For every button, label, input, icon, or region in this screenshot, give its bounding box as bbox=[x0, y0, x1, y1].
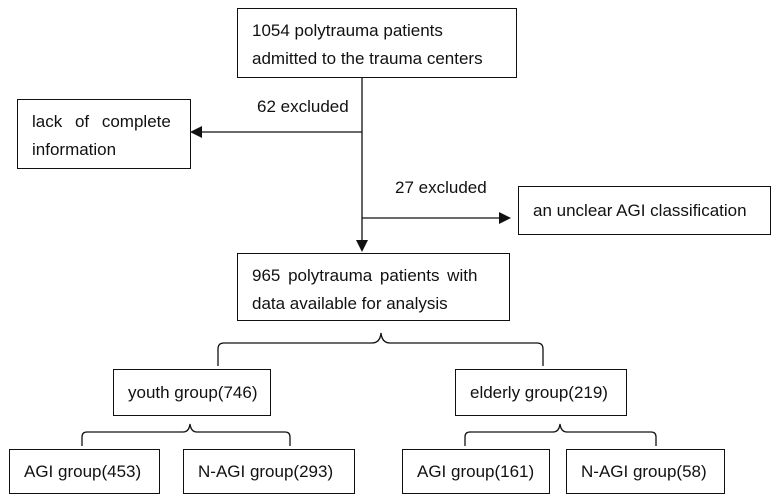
exclusion2-text: an unclear AGI classification bbox=[533, 200, 747, 220]
arrowhead-exclusion2 bbox=[499, 212, 511, 224]
brace-elderly bbox=[464, 423, 657, 446]
exclusion1-line1: lack of complete bbox=[32, 112, 171, 131]
youth-nagi-box: N-AGI group(293) bbox=[183, 449, 355, 494]
youth-agi-text: AGI group(453) bbox=[24, 461, 142, 481]
exclusion1-count: 62 excluded bbox=[257, 97, 349, 116]
elderly-nagi-box: N-AGI group(58) bbox=[566, 449, 725, 494]
elderly-group-text: elderly group(219) bbox=[470, 382, 608, 402]
brace-youth bbox=[81, 423, 291, 446]
total-patients-line2: admitted to the trauma centers bbox=[252, 49, 483, 68]
arrowhead-to-analysis bbox=[356, 240, 368, 252]
elderly-agi-text: AGI group(161) bbox=[417, 461, 535, 481]
total-patients-line1: 1054 polytrauma patients bbox=[252, 21, 443, 40]
youth-agi-box: AGI group(453) bbox=[9, 449, 160, 494]
exclusion2-box: an unclear AGI classification bbox=[518, 186, 771, 235]
exclusion1-box: lack of complete information bbox=[17, 99, 191, 169]
brace-analysis bbox=[217, 332, 544, 366]
youth-group-box: youth group(746) bbox=[113, 369, 271, 416]
exclusion2-count: 27 excluded bbox=[395, 178, 487, 197]
arrowhead-exclusion1 bbox=[190, 126, 202, 138]
elderly-group-box: elderly group(219) bbox=[455, 369, 627, 416]
elderly-agi-box: AGI group(161) bbox=[402, 449, 550, 494]
analysis-box: 965 polytrauma patients with data availa… bbox=[237, 253, 510, 321]
elderly-nagi-text: N-AGI group(58) bbox=[581, 461, 707, 481]
analysis-line1: 965 polytrauma patients with bbox=[252, 266, 478, 285]
exclusion1-line2: information bbox=[32, 140, 117, 159]
analysis-line2: data available for analysis bbox=[252, 294, 448, 313]
total-patients-box: 1054 polytrauma patients admitted to the… bbox=[237, 8, 517, 78]
youth-group-text: youth group(746) bbox=[128, 382, 258, 402]
youth-nagi-text: N-AGI group(293) bbox=[198, 461, 334, 481]
